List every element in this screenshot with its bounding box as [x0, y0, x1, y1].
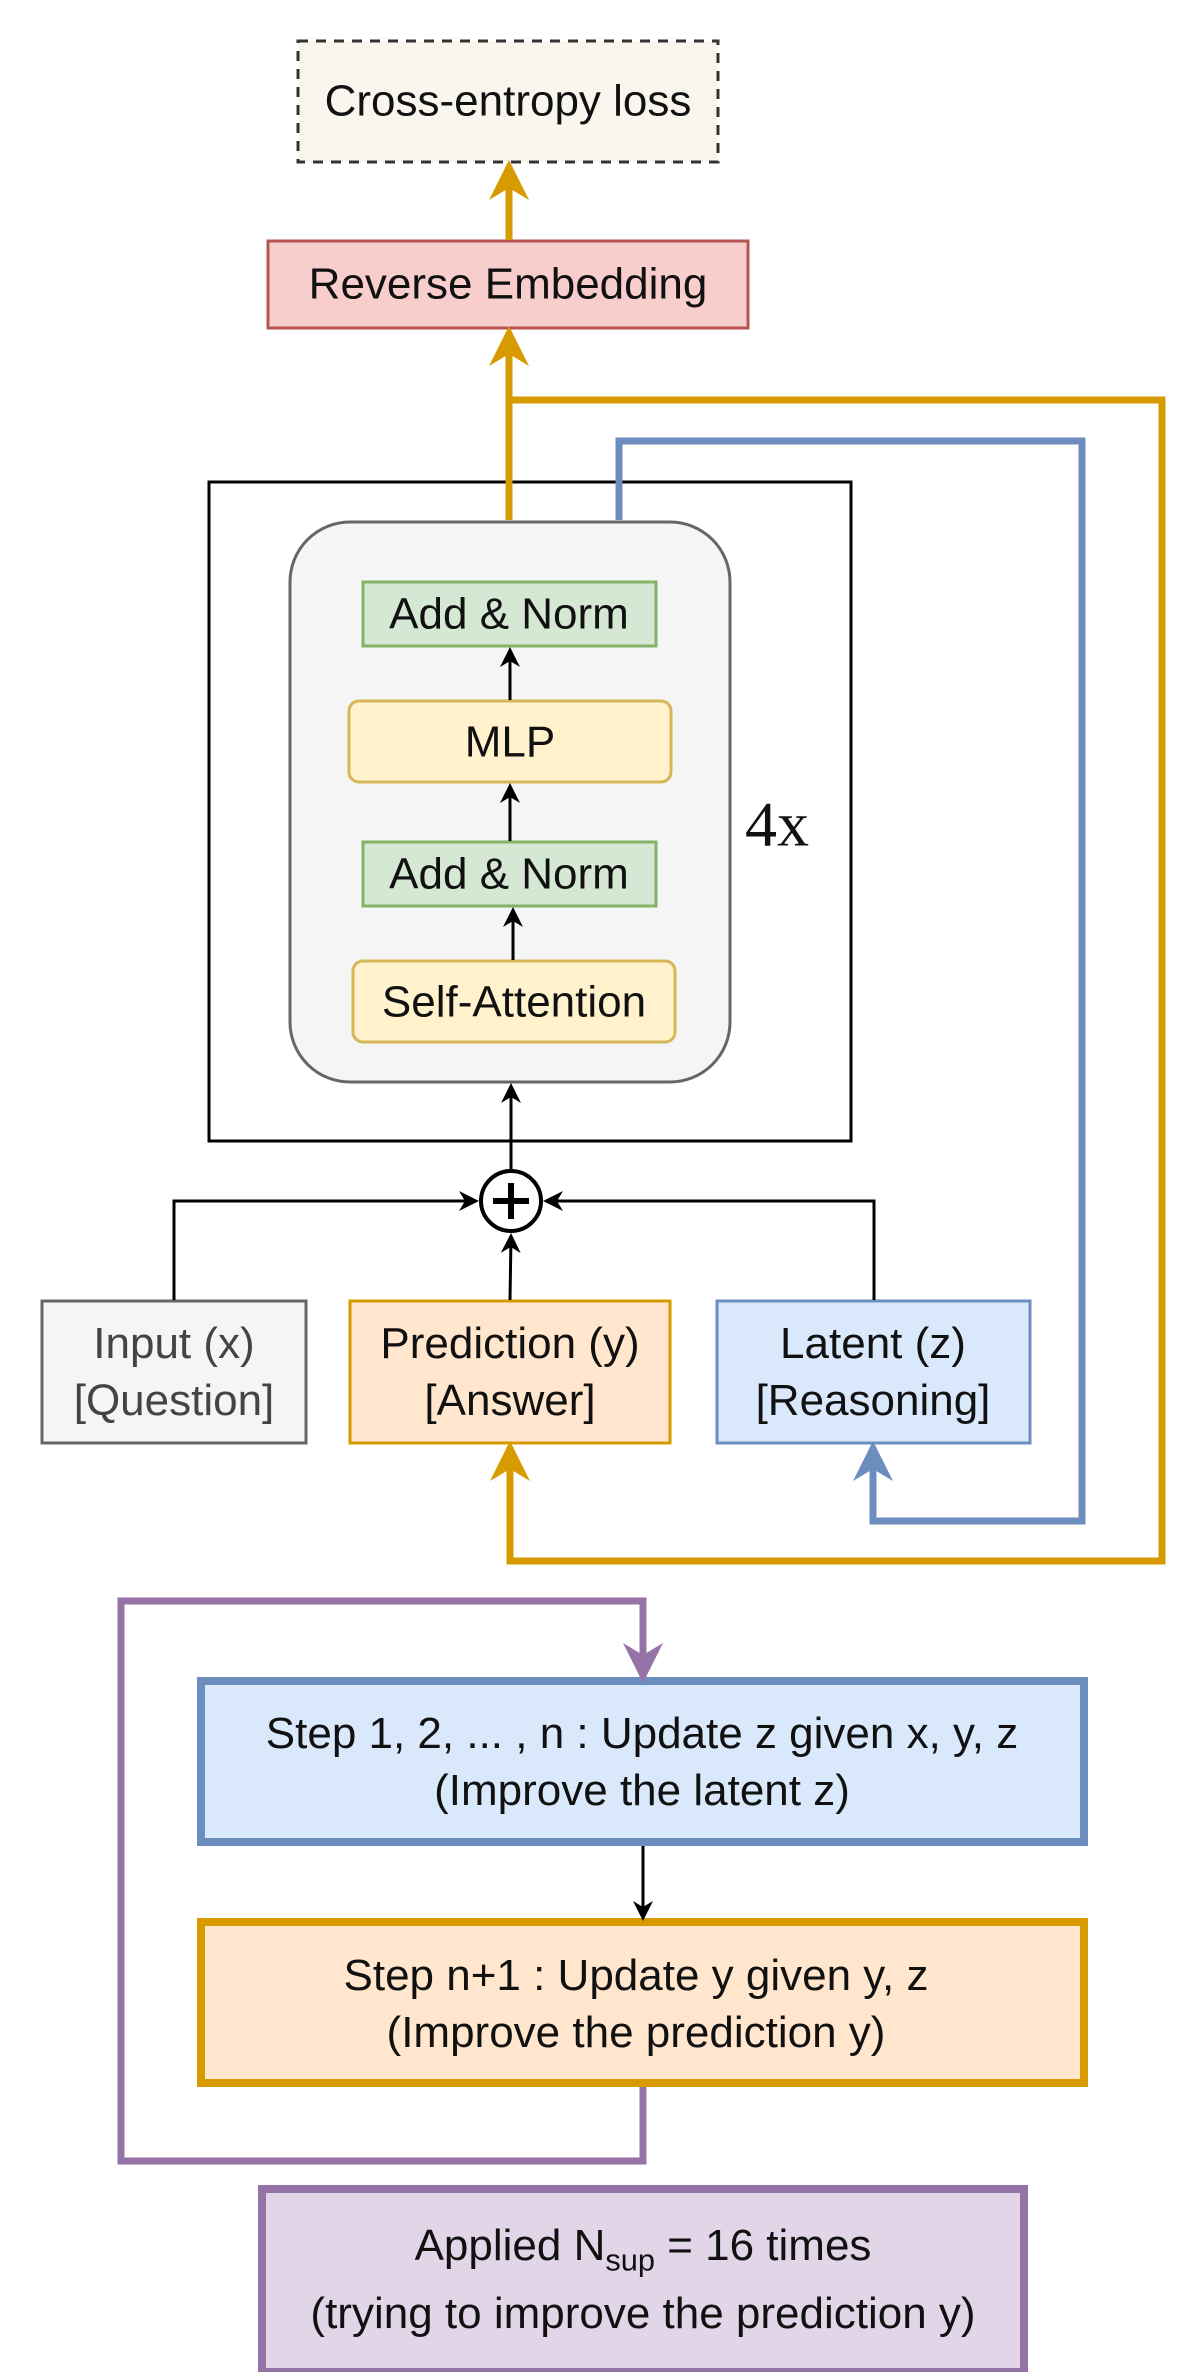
add-norm-top-label: Add & Norm	[389, 589, 629, 639]
self-attention-box	[351, 959, 677, 1044]
arrow-output-to-prediction-y	[490, 396, 1166, 1565]
step-update-z-line1: Step 1, 2, ... , n : Update z given x, y…	[265, 1708, 1019, 1758]
applied-suffix: = 16 times	[655, 2220, 872, 2270]
applied-nsup-label: Applied Nsup = 16 times (trying to impro…	[310, 2212, 975, 2348]
arrow-prediction-y-to-sum	[500, 1233, 521, 1301]
applied-prefix: Applied N	[414, 2220, 606, 2270]
self-attention-label: Self-Attention	[381, 977, 647, 1027]
latent-z-line2: [Reasoning]	[755, 1376, 991, 1425]
latent-z-line1: Latent (z)	[780, 1318, 966, 1368]
latent-z-box	[715, 1299, 1032, 1445]
repeat-count-label: 4x	[745, 788, 809, 860]
step-update-y-line1: Step n+1 : Update y given y, z	[343, 1950, 929, 2000]
step-update-z-line2: (Improve the latent z)	[434, 1766, 850, 1815]
add-norm-bottom-label: Add & Norm	[389, 849, 629, 899]
mlp-box	[347, 699, 673, 784]
add-norm-top-box	[361, 580, 658, 648]
prediction-y-line2: [Answer]	[424, 1376, 596, 1425]
arrow-input-x-to-sum	[172, 1191, 479, 1300]
arrow-recursion-loop	[117, 1597, 663, 2165]
arrow-output-to-latent-z	[615, 437, 1086, 1525]
cross-entropy-loss-label: Cross-entropy loss	[324, 76, 692, 126]
applied-nsup-box	[258, 2185, 1028, 2372]
sum-node	[479, 1169, 543, 1233]
arrow-latent-z-to-sum	[543, 1191, 876, 1300]
latent-z-label: Latent (z) [Reasoning]	[756, 1315, 991, 1429]
add-norm-bottom-box	[361, 840, 658, 908]
input-x-box	[40, 1299, 308, 1445]
step-update-y-box	[197, 1918, 1088, 2087]
prediction-y-label: Prediction (y) [Answer]	[380, 1315, 639, 1429]
prediction-y-line1: Prediction (y)	[380, 1318, 640, 1368]
step-update-z-box	[197, 1677, 1088, 1846]
reverse-embedding-label: Reverse Embedding	[308, 259, 708, 309]
applied-nsup-line1: Applied Nsup = 16 times	[310, 2212, 975, 2280]
step-update-z-label: Step 1, 2, ... , n : Update z given x, y…	[266, 1705, 1018, 1819]
mlp-label: MLP	[464, 717, 556, 767]
applied-subscript: sup	[605, 2242, 655, 2278]
input-x-label: Input (x) [Question]	[74, 1315, 275, 1429]
step-update-y-line2: (Improve the prediction y)	[386, 2008, 886, 2057]
cross-entropy-loss-box	[296, 39, 720, 164]
input-x-line2: [Question]	[73, 1376, 275, 1425]
step-update-y-label: Step n+1 : Update y given y, z (Improve …	[344, 1947, 929, 2061]
input-x-line1: Input (x)	[93, 1318, 255, 1368]
reverse-embedding-box	[266, 239, 750, 330]
applied-nsup-line2: (trying to improve the prediction y)	[310, 2289, 976, 2338]
